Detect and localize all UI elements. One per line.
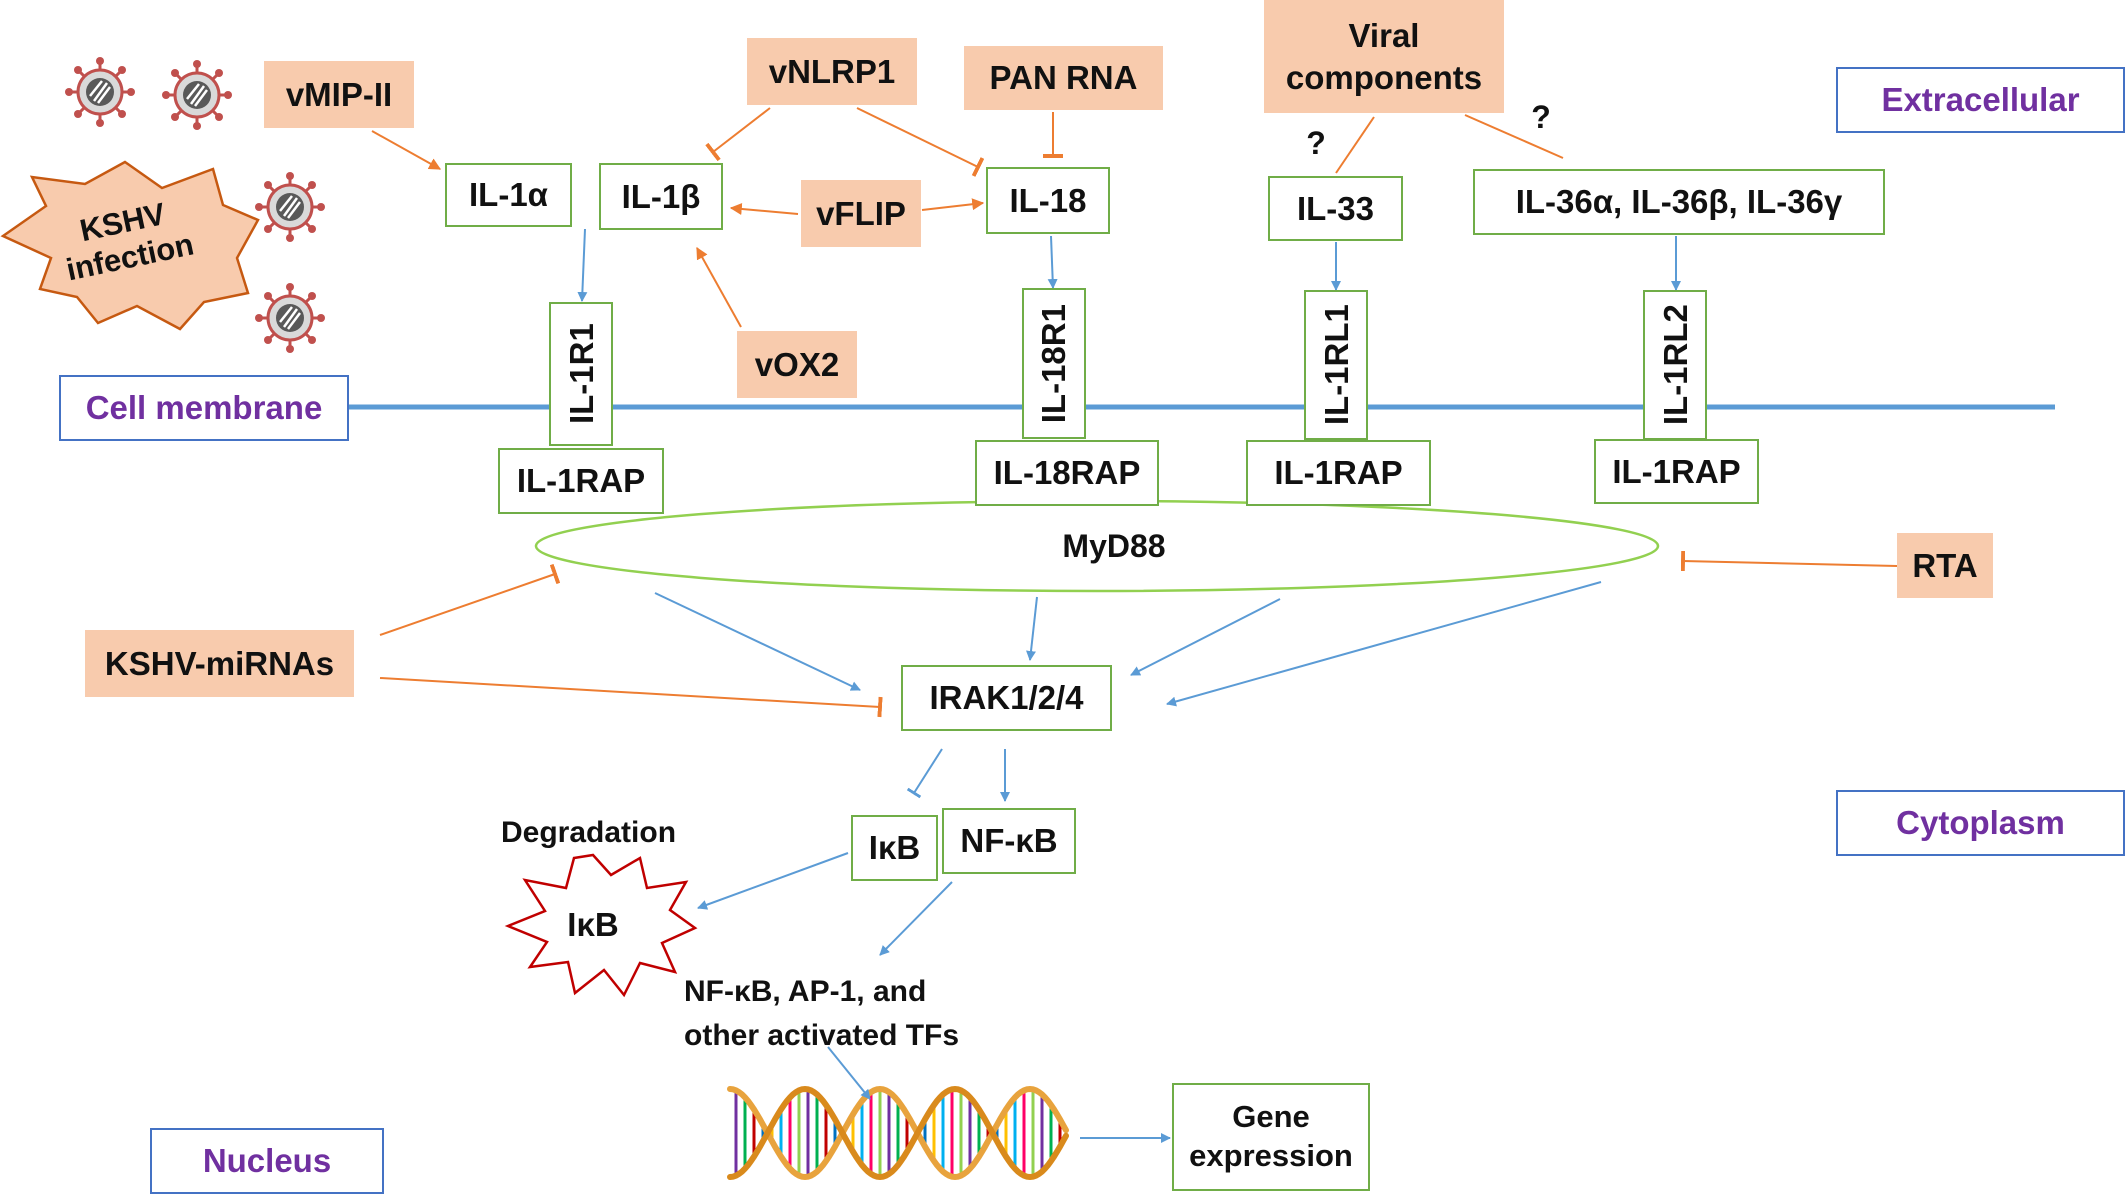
gene-expression-box: Gene expression (1172, 1083, 1370, 1191)
inhibit-rta-myd88 (1680, 550, 1898, 572)
vox2-box: vOX2 (737, 331, 857, 398)
il18r1-receptor: IL-18R1 (1022, 288, 1086, 439)
kshv-mirnas-box: KSHV-miRNAs (85, 630, 354, 697)
activated-tfs-line-2: other activated TFs (684, 1018, 960, 1052)
arrow-myd88-to-irak-2 (1026, 596, 1038, 661)
irak-box: IRAK1/2/4 (901, 665, 1112, 731)
dna-helix-icon (727, 1085, 1069, 1181)
arrow-myd88-to-irak-4 (1166, 581, 1602, 707)
inhibit-irak-ikb (906, 748, 943, 799)
arrow-vflip-to-il1b (729, 202, 799, 215)
activated-tfs-label: NF-κB, AP-1, and other activated TFs (684, 970, 959, 1057)
arrow-vmip-to-il1a (371, 130, 442, 170)
arrow-tfs-to-dna (827, 1046, 871, 1100)
arrow-nfkb-to-tfs (879, 881, 953, 956)
vflip-box: vFLIP (801, 180, 921, 247)
inhibit-vnlrp1-il18 (856, 107, 985, 177)
region-cell-membrane: Cell membrane (59, 375, 349, 441)
il36-box: IL-36α, IL-36β, IL-36γ (1473, 169, 1885, 235)
virion-icon (160, 58, 234, 132)
il1b-box: IL-1β (599, 163, 723, 230)
arrow-myd88-to-irak-1 (654, 592, 861, 691)
line-viral-to-il36 (1464, 114, 1564, 159)
degradation-burst (504, 853, 698, 998)
pan-rna-box: PAN RNA (964, 46, 1163, 110)
arrow-il18-to-il18r1 (1047, 235, 1058, 289)
inhibit-vnlrp1-il1b (705, 107, 771, 162)
il1rl1-receptor: IL-1RL1 (1304, 290, 1368, 440)
virion-icon (253, 170, 327, 244)
arrow-myd88-to-irak-3 (1130, 598, 1281, 676)
il18rap-box: IL-18RAP (975, 440, 1159, 506)
il1rap-box-2: IL-1RAP (1246, 440, 1431, 506)
line-viral-to-il33 (1335, 116, 1375, 174)
il1rap-box-3: IL-1RAP (1594, 439, 1759, 504)
vnlrp1-box: vNLRP1 (747, 38, 917, 105)
viral-components-box: Viral components (1264, 0, 1504, 113)
ikb-degraded-label: IκB (567, 906, 618, 943)
arrow-vflip-to-il18 (921, 198, 985, 211)
il1rl2-receptor: IL-1RL2 (1643, 290, 1707, 440)
il1rap-box-1: IL-1RAP (498, 448, 664, 514)
nfkb-box: NF-κB (942, 808, 1076, 874)
arrow-vox2-to-il1b (696, 246, 742, 328)
il33-box: IL-33 (1268, 176, 1403, 241)
kshv-infection-burst (0, 160, 260, 331)
myd88-label: MyD88 (1062, 528, 1165, 564)
ikb-box: IκB (851, 815, 938, 881)
inhibit-mirnas-irak (379, 677, 883, 718)
region-nucleus: Nucleus (150, 1128, 384, 1194)
degradation-label: Degradation (501, 816, 677, 849)
region-extracellular: Extracellular (1836, 67, 2125, 133)
unknown-mark-il33: ? (1306, 125, 1326, 161)
region-cytoplasm: Cytoplasm (1836, 790, 2125, 856)
il1a-box: IL-1α (445, 163, 572, 227)
il1r1-receptor: IL-1R1 (549, 302, 613, 446)
vmip-ii-box: vMIP-II (264, 61, 414, 128)
unknown-mark-il36: ? (1531, 99, 1551, 135)
il18-box: IL-18 (986, 167, 1110, 234)
rta-box: RTA (1897, 533, 1993, 598)
arrow-il1a-to-il1r1 (577, 228, 588, 302)
arrow-ikb-to-degradation (697, 852, 849, 910)
virion-icon (253, 281, 327, 355)
inhibit-mirnas-myd88 (379, 563, 561, 636)
virion-icon (63, 55, 137, 129)
activated-tfs-line-1: NF-κB, AP-1, and (684, 975, 927, 1008)
